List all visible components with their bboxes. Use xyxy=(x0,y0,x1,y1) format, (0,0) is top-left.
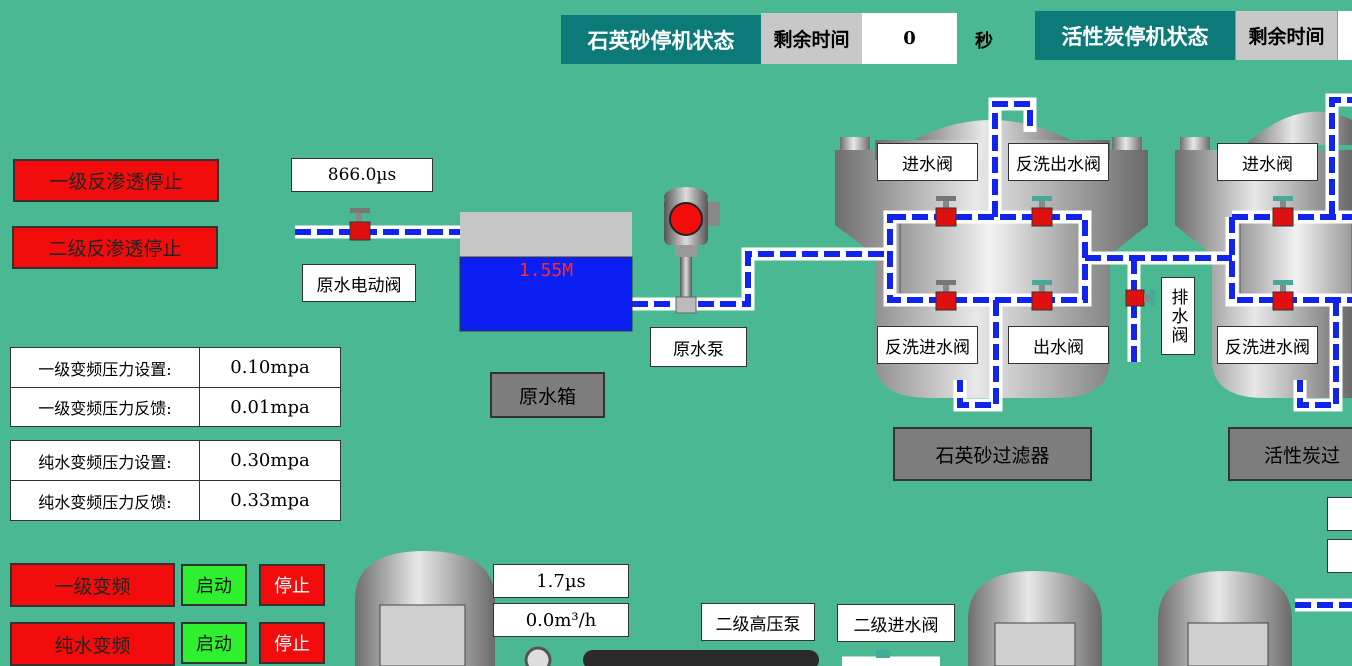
vfd1-stop-button[interactable]: 停止 xyxy=(259,564,325,606)
pressure-gauge-icon xyxy=(524,646,552,666)
flow-display: 0.0m³/h xyxy=(493,603,629,637)
quartz-remaining-label: 剩余时间 xyxy=(761,13,862,64)
quartz-outlet-valve-icon xyxy=(1031,280,1053,311)
quartz-outlet-valve-label[interactable]: 出水阀 xyxy=(1008,326,1109,364)
quartz-backwash-in-valve-icon xyxy=(935,280,957,311)
quartz-remaining-unit: 秒 xyxy=(975,31,993,52)
ro2-stop-indicator[interactable]: 二级反渗透停止 xyxy=(12,226,218,269)
table-value: 0.01mpa xyxy=(199,387,341,427)
valve-icons[interactable] xyxy=(349,196,1294,311)
drain-valve-label[interactable]: 排水阀 xyxy=(1161,277,1195,355)
raw-water-pump-graphic[interactable] xyxy=(664,187,720,314)
vfd-pure-stop-button[interactable]: 停止 xyxy=(259,622,325,664)
quartz-shutdown-status: 石英砂停机状态 xyxy=(561,15,761,64)
carbon-backwash-in-valve-icon xyxy=(1272,280,1294,311)
carbon-filter-label: 活性炭过 xyxy=(1228,427,1352,481)
quartz-inlet-valve-label[interactable]: 进水阀 xyxy=(877,143,978,181)
drain-valve-icon xyxy=(1125,289,1155,307)
quartz-backwash-out-valve-icon xyxy=(1031,196,1053,227)
vfd-pure-start-button[interactable]: 启动 xyxy=(181,622,247,664)
raw-water-valve-icon xyxy=(349,208,371,241)
hp-pump2-label[interactable]: 二级高压泵 xyxy=(701,603,815,641)
quartz-filter-label: 石英砂过滤器 xyxy=(893,427,1092,481)
ro1-stop-indicator[interactable]: 一级反渗透停止 xyxy=(13,159,219,202)
carbon-shutdown-status: 活性炭停机状态 xyxy=(1035,11,1235,60)
right-readout-2 xyxy=(1327,539,1352,573)
raw-pump-label[interactable]: 原水泵 xyxy=(650,327,747,367)
vfd1-pressure-table: 一级变频压力设置: 0.10mpa 一级变频压力反馈: 0.01mpa xyxy=(10,347,341,427)
raw-valve-label[interactable]: 原水电动阀 xyxy=(302,264,416,302)
raw-water-tank xyxy=(459,212,633,332)
right-readout-1 xyxy=(1327,497,1352,531)
conductivity2-display: 1.7µs xyxy=(493,564,629,598)
table-label: 纯水变频压力设置: xyxy=(10,440,200,481)
table-value: 0.33mpa xyxy=(199,480,341,521)
raw-tank-label: 原水箱 xyxy=(490,372,605,418)
carbon-remaining-label: 剩余时间 xyxy=(1236,11,1337,60)
vfd1-start-button[interactable]: 启动 xyxy=(181,564,247,606)
vfd1-indicator: 一级变频 xyxy=(10,563,175,607)
raw-conductivity-display: 866.0µs xyxy=(291,158,433,192)
carbon-inlet-valve-icon xyxy=(1272,196,1294,227)
vfd-pure-indicator: 纯水变频 xyxy=(10,622,175,666)
quartz-backwash-in-valve-label[interactable]: 反洗进水阀 xyxy=(877,326,978,364)
quartz-inlet-valve-icon xyxy=(935,196,957,227)
quartz-backwash-out-valve-label[interactable]: 反洗出水阀 xyxy=(1008,143,1109,181)
carbon-backwash-in-valve-label[interactable]: 反洗进水阀 xyxy=(1217,326,1318,364)
carbon-inlet-valve-label[interactable]: 进水阀 xyxy=(1217,143,1318,181)
tank-level-readout: 1.55M xyxy=(518,260,574,281)
bottom-vessels xyxy=(355,551,1292,666)
inlet2-valve-label[interactable]: 二级进水阀 xyxy=(837,604,955,642)
table-label: 纯水变频压力反馈: xyxy=(10,480,200,521)
carbon-remaining-value xyxy=(1338,11,1352,60)
table-label: 一级变频压力设置: xyxy=(10,347,200,388)
pure-pressure-table: 纯水变频压力设置: 0.30mpa 纯水变频压力反馈: 0.33mpa xyxy=(10,440,341,521)
table-label: 一级变频压力反馈: xyxy=(10,387,200,427)
table-value: 0.10mpa xyxy=(199,347,341,388)
quartz-remaining-value: 0 xyxy=(862,13,957,64)
table-value: 0.30mpa xyxy=(199,440,341,481)
